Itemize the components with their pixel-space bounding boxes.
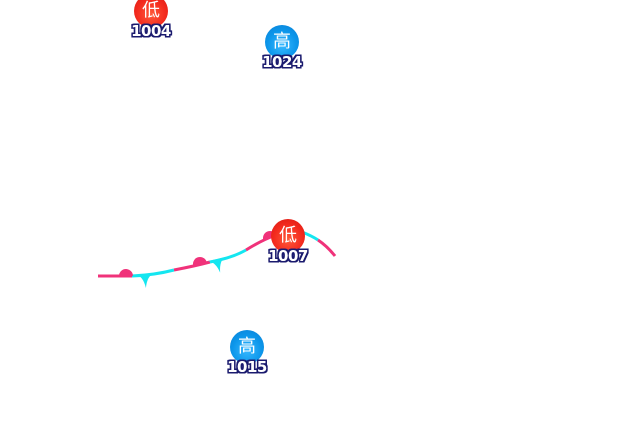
high-pressure-icon: 高 [230,330,264,364]
cold-front-triangle-icon [135,273,154,288]
pressure-value: 1007 [268,247,308,265]
high-pressure-center[interactable]: 高 1015 [217,330,277,386]
high-pressure-center[interactable]: 高 1024 [252,25,312,81]
low-pressure-center[interactable]: 低 1007 [258,219,318,275]
cold-front-triangle-icon [208,256,226,273]
pressure-value: 1024 [262,53,302,71]
warm-front-semicircle-icon [119,269,133,277]
high-pressure-icon: 高 [265,25,299,59]
cold-front-segment [131,268,175,278]
low-pressure-center[interactable]: 低 1004 [121,0,181,50]
low-pressure-icon: 低 [134,0,168,28]
warm-front-segment [317,238,337,257]
warm-front-segment [173,260,211,272]
pressure-value: 1004 [131,22,171,40]
warm-front-semicircle-icon [193,257,207,266]
pressure-value: 1015 [227,358,267,376]
low-pressure-icon: 低 [271,219,305,253]
